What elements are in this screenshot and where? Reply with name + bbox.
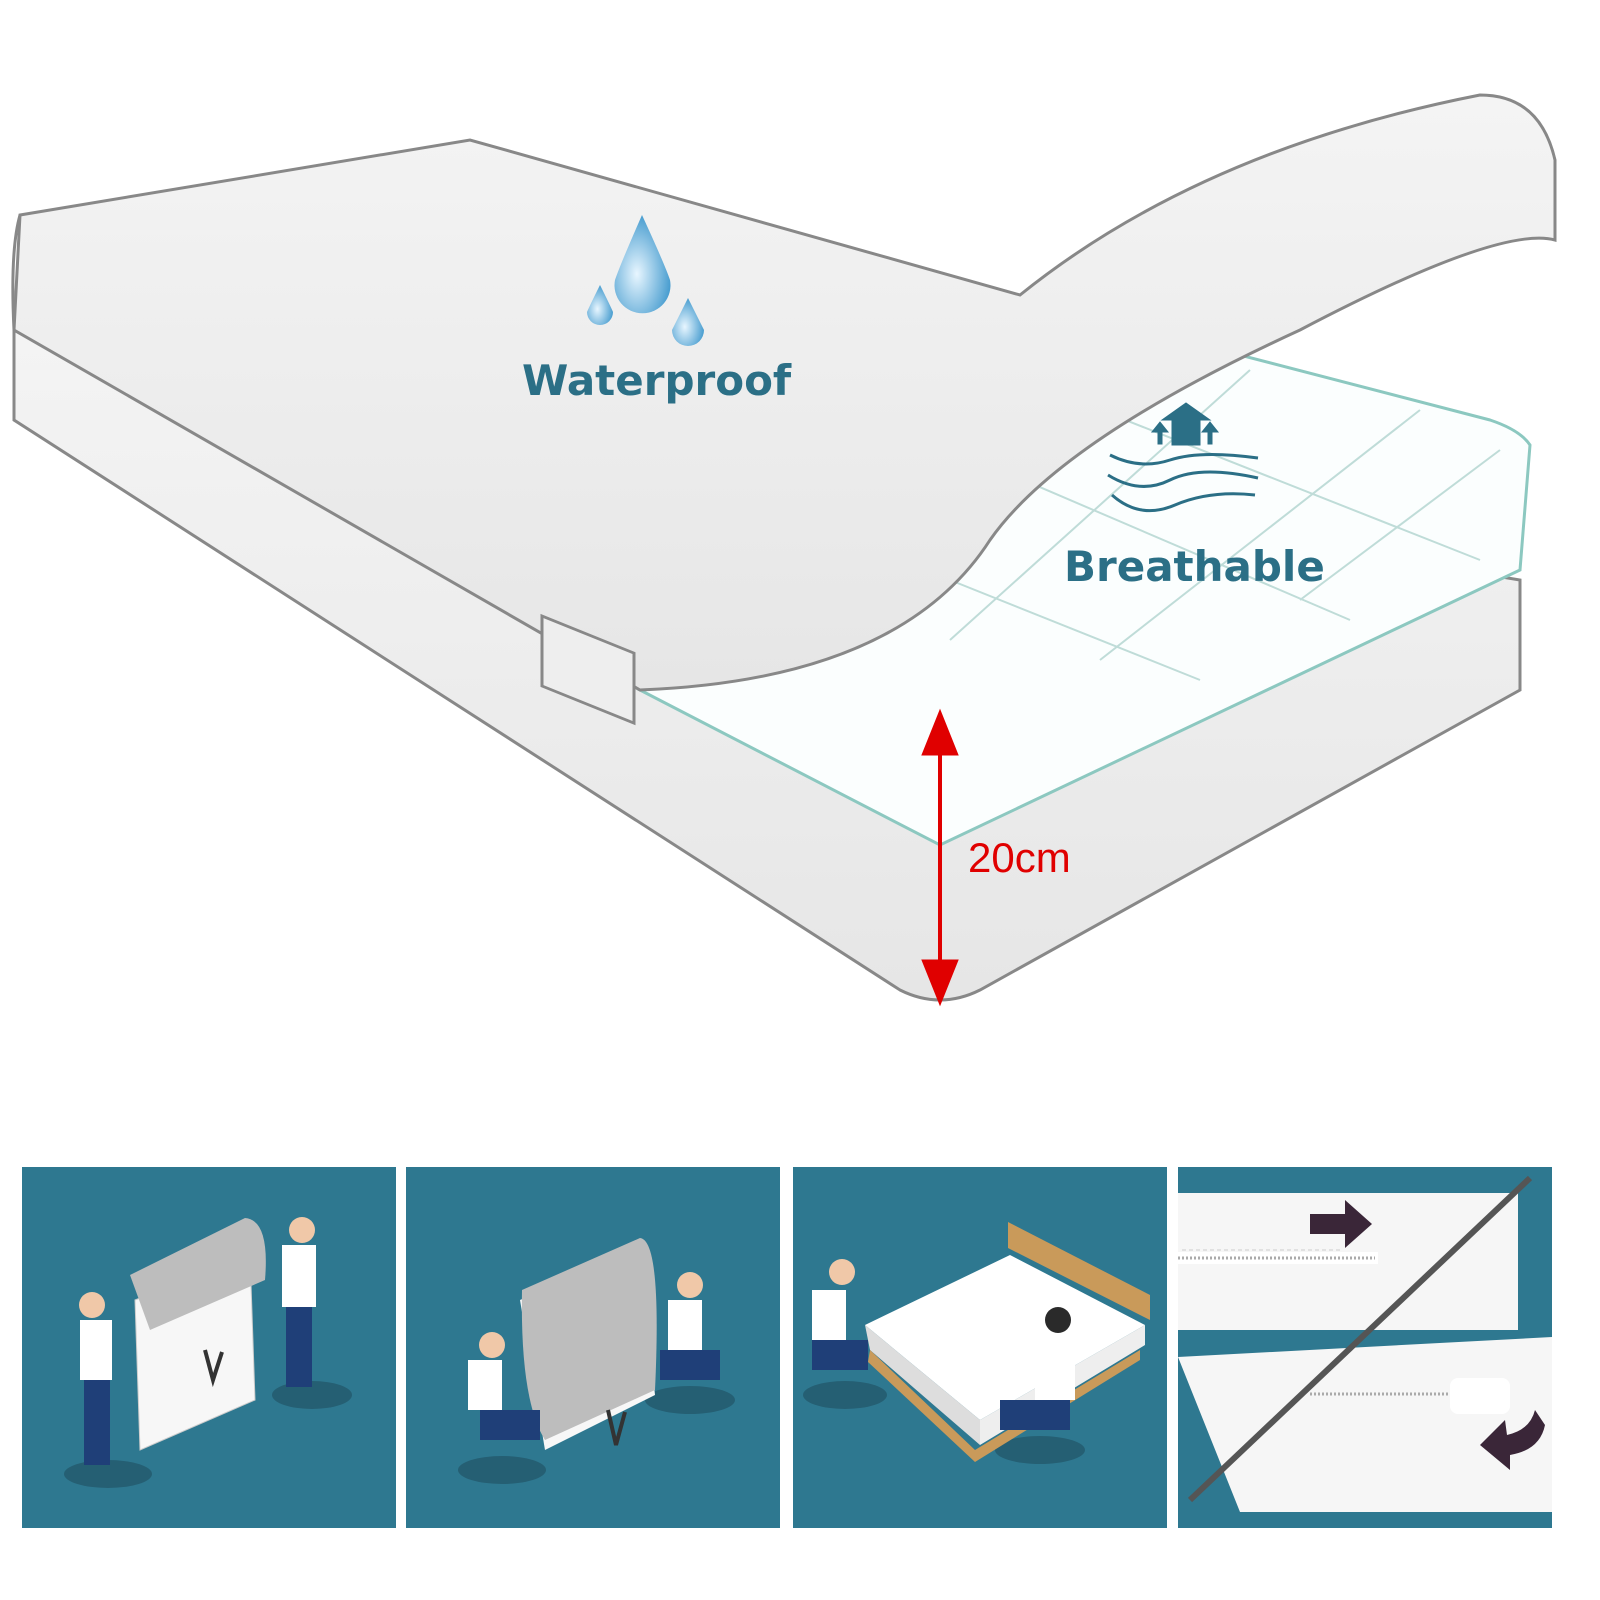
diagonal-divider: [1187, 1175, 1533, 1503]
cover-top-flap: [12, 93, 1557, 692]
waterproof-label: Waterproof: [522, 356, 792, 405]
water-drop-icon: [587, 215, 704, 346]
height-label: 20cm: [968, 834, 1071, 881]
step-panel-1: [22, 1167, 396, 1528]
curved-arrow-icon: [1480, 1410, 1545, 1470]
arrow-right-icon: [1310, 1200, 1372, 1248]
airflow-icon: [1107, 402, 1259, 513]
height-arrow: [921, 708, 959, 1007]
step-panel-3: [793, 1167, 1167, 1528]
cover-label-patch: [540, 613, 636, 726]
step-panel-2: [406, 1167, 780, 1528]
step-panel-4: [1178, 1167, 1552, 1528]
breathable-label: Breathable: [1064, 542, 1325, 591]
